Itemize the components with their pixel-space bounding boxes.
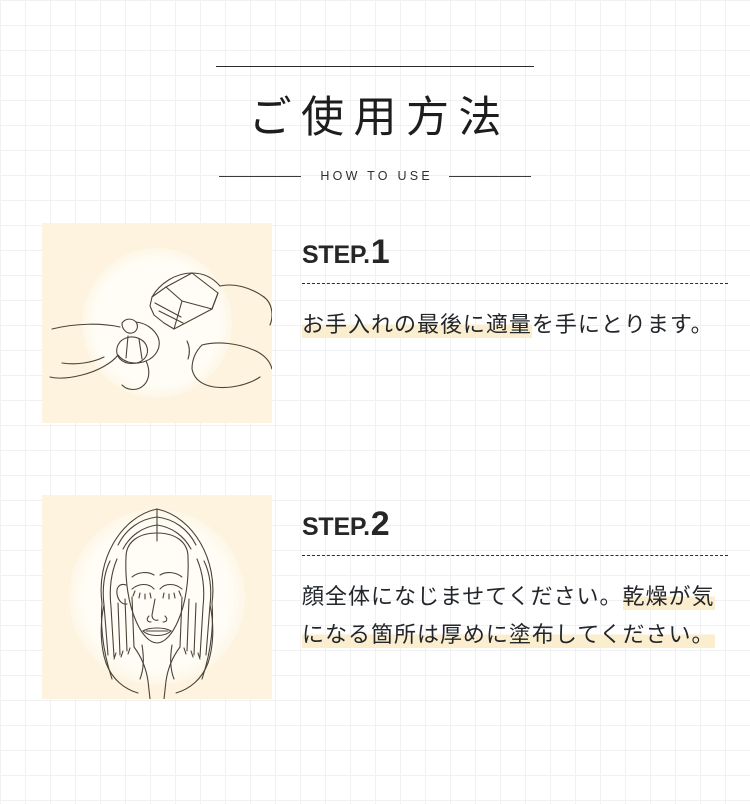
subtitle-right-rule: [448, 175, 531, 177]
face-applying-cream-icon: [100, 508, 214, 700]
step-1-text-rest: を手にとります。: [531, 312, 714, 338]
step-1-text: お手入れの最後に適量を手にとります。: [302, 306, 728, 344]
illustration-glow: [82, 248, 232, 399]
step-2-illustration: [42, 495, 272, 700]
step-1-label-text: STEP.: [302, 241, 370, 270]
step-2-number: 2: [370, 505, 390, 544]
step-1-illustration: [42, 223, 272, 424]
step-item-2: STEP. 2 顔全体になじませてください。乾燥が気になる箇所は厚めに塗布してく…: [0, 495, 750, 700]
header-subtitle-group: HOW TO USE: [0, 169, 750, 183]
header-top-rule: [216, 66, 534, 67]
step-2-label: STEP. 2: [302, 507, 728, 541]
step-1-text-highlight: お手入れの最後に適量: [302, 312, 532, 339]
step-2-label-text: STEP.: [302, 513, 370, 542]
step-1-divider: [302, 283, 728, 285]
step-2-text: 顔全体になじませてください。乾燥が気になる箇所は厚めに塗布してください。: [302, 578, 728, 654]
page-title: ご使用方法: [248, 95, 511, 142]
step-1-number: 1: [370, 233, 390, 272]
page-header: ご使用方法 HOW TO USE: [0, 0, 750, 183]
hands-dispensing-product-icon: [49, 272, 272, 391]
step-2-body: STEP. 2 顔全体になじませてください。乾燥が気になる箇所は厚めに塗布してく…: [272, 495, 750, 676]
step-1-label: STEP. 1: [302, 235, 728, 269]
step-item-1: STEP. 1 お手入れの最後に適量を手にとります。: [0, 223, 750, 424]
steps-list: STEP. 1 お手入れの最後に適量を手にとります。: [0, 223, 750, 700]
subtitle-left-rule: [219, 175, 302, 177]
page-subtitle: HOW TO USE: [320, 169, 433, 184]
step-1-body: STEP. 1 お手入れの最後に適量を手にとります。: [272, 223, 750, 366]
step-2-divider: [302, 555, 728, 557]
step-2-text-plain: 顔全体になじませてください。: [302, 584, 623, 610]
